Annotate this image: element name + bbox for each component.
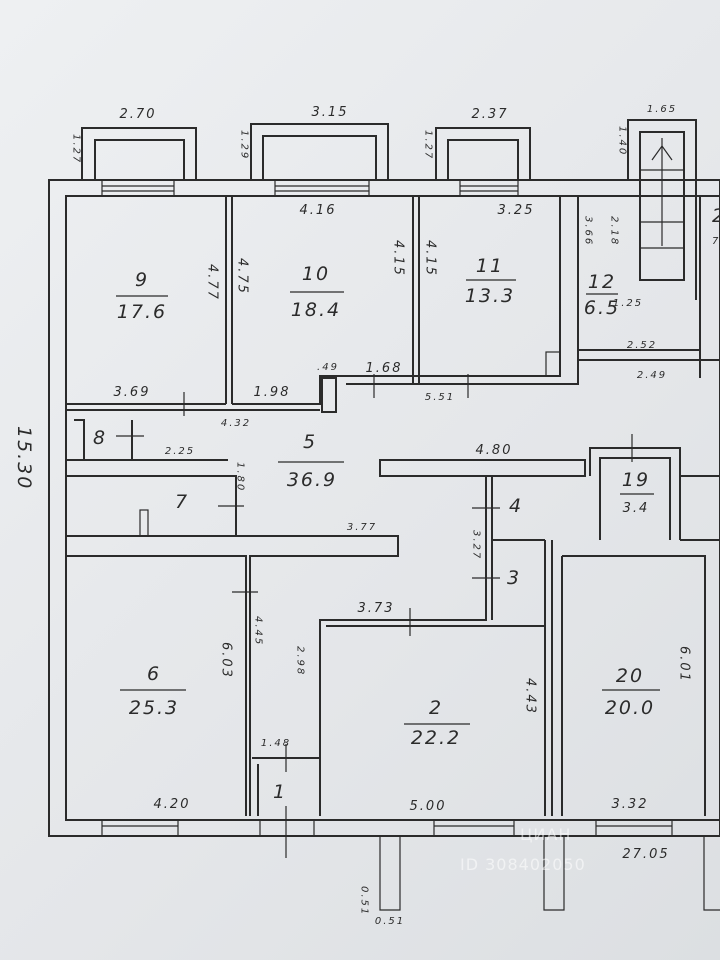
dim-r2-top: 3.73 <box>358 601 395 616</box>
room-number-7: 7 <box>175 491 189 513</box>
room-area-11: 13.3 <box>465 285 515 307</box>
dim-r10-top: 4.16 <box>300 203 337 218</box>
dim-r12-b: 2.18 <box>609 216 620 246</box>
dim-balc2-width: 3.15 <box>312 105 349 120</box>
dim-niche-right: 1.68 <box>366 361 403 376</box>
dimension-labels: 2.70 3.15 2.37 1.65 1.27 1.29 1.27 1.40 … <box>13 104 692 927</box>
room-number-6: 6 <box>147 663 161 685</box>
dim-r6-side: 6.03 <box>219 642 234 679</box>
dim-r10-side: 4.75 <box>235 258 250 295</box>
dim-corridor-right: 4.80 <box>476 443 513 458</box>
dim-balc2-depth: 1.29 <box>239 130 250 160</box>
room-area-12: 6.5 <box>584 297 620 319</box>
dim-r9-bottom: 3.69 <box>114 385 151 400</box>
room-number-8: 8 <box>93 427 107 449</box>
outer-walls <box>48 179 720 837</box>
middle-rooms <box>66 419 720 816</box>
room-area-19: 3.4 <box>623 501 650 516</box>
watermark-id: ID 308402050 <box>460 855 586 874</box>
partial-label-top-2: 7 <box>712 236 720 247</box>
room-area-20: 20.0 <box>605 697 655 719</box>
dim-step-b: 0.51 <box>375 916 405 927</box>
dim-stair-width: 1.65 <box>647 104 677 115</box>
room-labels: 9 17.6 10 18.4 11 13.3 12 6.5 5 36.9 8 7… <box>93 205 720 803</box>
partial-label-top: 2 <box>712 205 720 227</box>
dim-r4-height: 3.27 <box>471 530 482 560</box>
room-area-9: 17.6 <box>117 301 167 323</box>
dim-balc1-width: 2.70 <box>120 107 157 122</box>
dim-r9-side: 4.77 <box>205 264 220 301</box>
dim-r6-mid: 4.45 <box>253 616 264 646</box>
dim-stair-depth: 1.40 <box>617 126 628 156</box>
tick-marks <box>116 374 633 858</box>
bottom-openings <box>101 819 720 911</box>
room-number-2: 2 <box>429 697 443 719</box>
dim-balc1-depth: 1.27 <box>71 134 82 164</box>
dim-r20-bottom: 3.32 <box>612 797 649 812</box>
dim-overall-height: 15.30 <box>13 426 35 490</box>
dim-balc3-depth: 1.27 <box>423 130 434 160</box>
room-number-4: 4 <box>509 495 523 517</box>
dim-r11-top: 3.25 <box>498 203 535 218</box>
dim-r12-d: 2.49 <box>637 370 667 381</box>
room-number-11: 11 <box>476 255 504 277</box>
dim-niche-width: .49 <box>317 362 339 373</box>
room-area-2: 22.2 <box>411 727 461 749</box>
dim-r11-bottom: 5.51 <box>425 392 455 403</box>
dim-balc3-width: 2.37 <box>472 107 509 122</box>
room-area-6: 25.3 <box>129 697 179 719</box>
dim-r20-side: 6.01 <box>677 646 692 683</box>
dim-step-a: 0.51 <box>359 886 370 916</box>
dim-r10-bottom: 1.98 <box>254 385 291 400</box>
room-number-20: 20 <box>616 665 644 687</box>
dim-overall-width: 27.05 <box>622 847 669 862</box>
watermark: ЦИАН ID 308402050 <box>460 825 586 874</box>
dim-r12-bottom: 1.25 <box>613 298 643 309</box>
dim-r6-bottom: 4.20 <box>154 797 191 812</box>
dim-r7-height: 1.80 <box>235 462 246 492</box>
room-number-1: 1 <box>273 781 287 803</box>
dim-r11-side: 4.15 <box>423 240 438 277</box>
dim-corridor-mid: 3.77 <box>347 522 377 533</box>
top-bays <box>81 123 531 197</box>
dim-r10-right: 4.15 <box>391 240 406 277</box>
dim-r12-c: 2.52 <box>627 340 657 351</box>
room-number-12: 12 <box>588 271 616 293</box>
stairwell <box>627 119 697 300</box>
room-area-10: 18.4 <box>291 299 341 321</box>
room-number-9: 9 <box>135 269 149 291</box>
dim-r1-top: 1.48 <box>261 738 291 749</box>
upper-rooms <box>66 196 720 413</box>
room-number-5: 5 <box>303 431 317 453</box>
room-number-10: 10 <box>302 263 330 285</box>
room-number-3: 3 <box>507 567 521 589</box>
dim-r12-a: 3.66 <box>583 216 594 246</box>
room-number-19: 19 <box>622 469 650 491</box>
dim-r2-right: 4.43 <box>523 678 538 715</box>
dim-corridor-top: 4.32 <box>221 418 251 429</box>
dim-r8-width: 2.25 <box>165 446 195 457</box>
dim-r2-bottom: 5.00 <box>410 799 447 814</box>
room-area-5: 36.9 <box>287 469 337 491</box>
dim-r2-left: 2.98 <box>295 646 306 676</box>
watermark-brand: ЦИАН <box>520 825 571 844</box>
